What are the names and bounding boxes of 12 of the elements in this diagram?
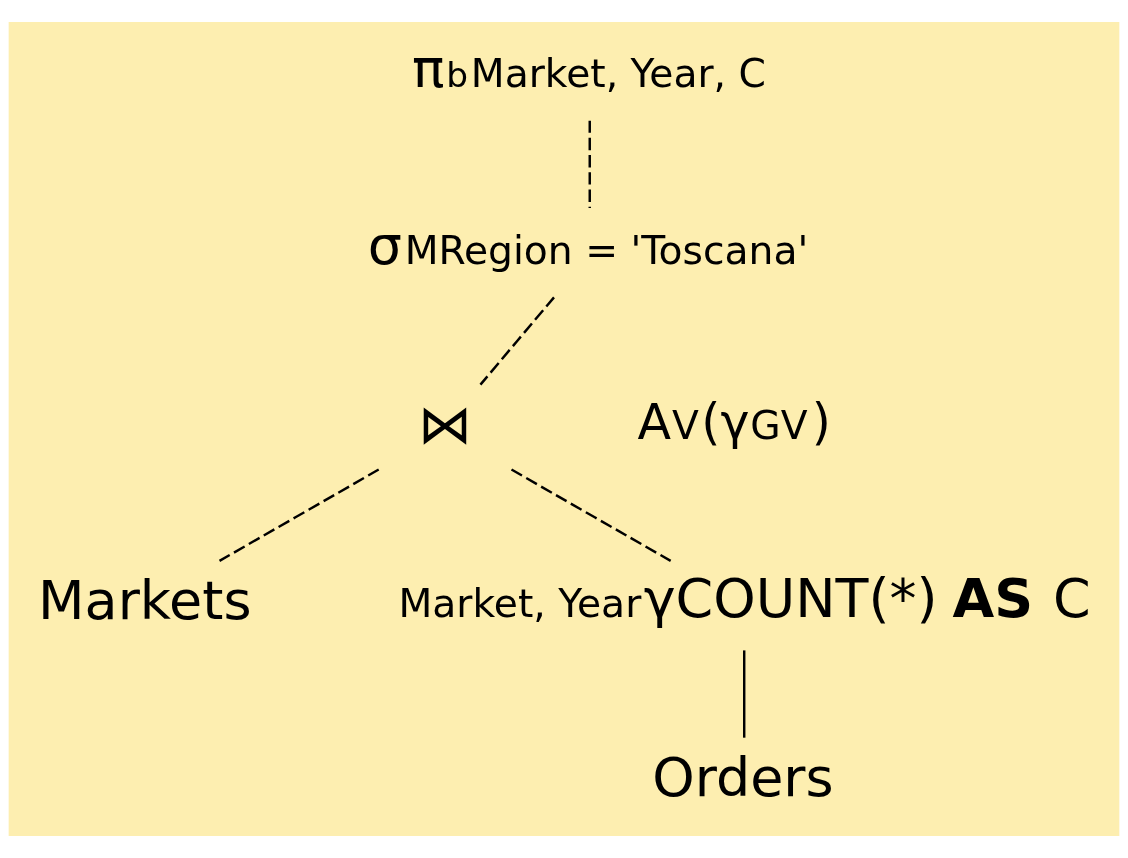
node-text: σMRegion = 'Toscana' <box>367 213 809 277</box>
node-text: Markets <box>38 569 252 633</box>
node-text: Orders <box>652 745 834 809</box>
connector <box>479 296 555 386</box>
connector <box>588 120 591 209</box>
connector <box>743 650 746 738</box>
node-text: Market, YearγCOUNT(*) AS C <box>398 566 1091 630</box>
connector <box>218 468 380 562</box>
connector <box>510 468 672 562</box>
node-text: ⋈ <box>418 392 473 456</box>
label: AV(γGV) <box>637 392 831 451</box>
node-text: πbMarket, Year, C <box>411 37 766 101</box>
